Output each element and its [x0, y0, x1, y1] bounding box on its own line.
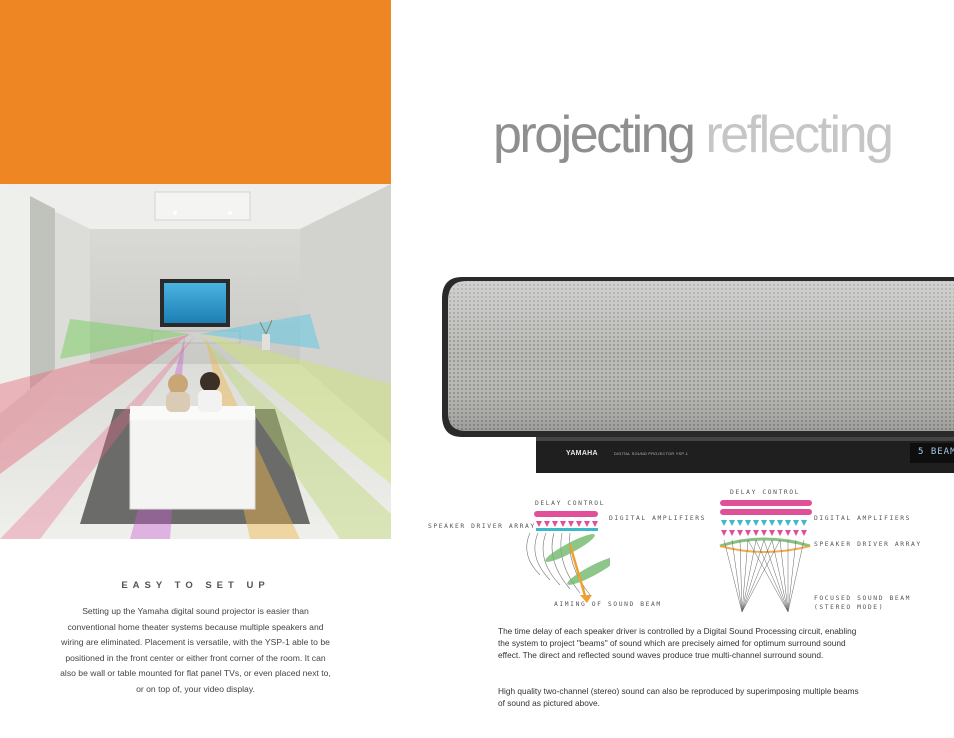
- aiming-beam-diagram: [526, 511, 610, 603]
- room-illustration: [0, 184, 391, 539]
- stereo-mode-label: (STEREO MODE): [814, 604, 885, 611]
- amplifier-row-right: [721, 520, 807, 526]
- easy-setup-title: EASY TO SET UP: [121, 580, 270, 591]
- driver-row-right: [721, 530, 807, 536]
- beam-display: 5 BEAM: [918, 447, 954, 457]
- driver-row-left: [536, 528, 598, 531]
- right-speaker-driver-array-label: SPEAKER DRIVER ARRAY: [814, 541, 922, 548]
- model-label: DIGITAL SOUND PROJECTOR YSP-1: [614, 452, 689, 456]
- focused-sound-beam-label: FOCUSED SOUND BEAM: [814, 595, 912, 602]
- body-paragraph-2: High quality two-channel (stereo) sound …: [498, 686, 859, 708]
- beam-wave-2: [567, 557, 610, 585]
- sound-projector-illustration: [442, 277, 954, 473]
- left-delay-control-label: DELAY CONTROL: [535, 500, 606, 507]
- right-digital-amplifiers-label: DIGITAL AMPLIFIERS: [814, 515, 912, 522]
- headline-reflecting: reflecting: [705, 106, 894, 164]
- focused-beam-diagram: [719, 500, 812, 613]
- room-photo: [0, 184, 391, 539]
- left-digital-amplifiers-label: DIGITAL AMPLIFIERS: [609, 515, 707, 522]
- left-speaker-driver-array-label: SPEAKER DRIVER ARRAY: [428, 523, 536, 530]
- delay-control-row-left: [534, 511, 598, 517]
- amplifier-row-left: [536, 521, 598, 527]
- headline: projecting reflecting: [493, 100, 894, 170]
- orange-color-block: [0, 0, 391, 184]
- beam-arrow: [568, 544, 588, 600]
- brand-label: YAMAHA: [566, 450, 598, 457]
- delay-control-row-right: [720, 500, 812, 515]
- right-delay-control-label: DELAY CONTROL: [730, 489, 801, 496]
- easy-setup-body: Setting up the Yamaha digital sound proj…: [60, 606, 331, 694]
- headline-projecting: projecting: [493, 106, 696, 164]
- aiming-sound-beam-label: AIMING OF SOUND BEAM: [554, 601, 662, 608]
- sound-projector-image: YAMAHA DIGITAL SOUND PROJECTOR YSP-1 5 B…: [440, 275, 954, 480]
- body-paragraph-1: The time delay of each speaker driver is…: [498, 626, 857, 660]
